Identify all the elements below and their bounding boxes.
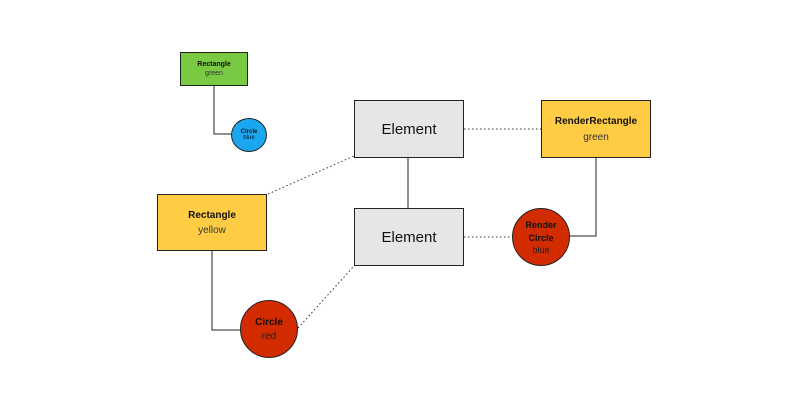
element-node-2: Element [354, 208, 464, 266]
node-title: Rectangle [197, 61, 231, 68]
dotted-link-circle-red-to-element-2 [297, 265, 355, 329]
node-subtitle: yellow [198, 224, 226, 236]
node-title: Circle [255, 316, 283, 328]
node-subtitle: green [205, 70, 223, 77]
connector-rect-green-to-circle-blue [213, 86, 231, 135]
connector-render-rect-to-render-circle [570, 158, 597, 237]
node-title-line-2: Circle [528, 233, 554, 243]
node-subtitle: blue [532, 245, 550, 255]
rectangle-yellow-node: Rectangle yellow [157, 194, 267, 251]
node-title: Element [381, 228, 437, 246]
node-title: Circle [240, 129, 258, 135]
node-title: RenderRectangle [554, 115, 638, 127]
render-rectangle-node: RenderRectangle green [541, 100, 651, 158]
element-node-1: Element [354, 100, 464, 158]
render-circle-node: Render Circle blue [512, 208, 570, 266]
node-title: Rectangle [188, 209, 236, 221]
rectangle-green-node: Rectangle green [180, 52, 248, 86]
circle-red-node: Circle red [240, 300, 298, 358]
dotted-link-rect-yellow-to-element-1 [267, 155, 355, 195]
node-subtitle: blue [243, 135, 255, 141]
circle-blue-node: Circle blue [231, 118, 267, 152]
node-subtitle: red [261, 330, 277, 342]
node-title-line-1: Render [525, 220, 557, 230]
connector-rect-yellow-to-circle-red [211, 251, 240, 331]
node-subtitle: green [583, 131, 609, 143]
node-title: Element [381, 120, 437, 138]
